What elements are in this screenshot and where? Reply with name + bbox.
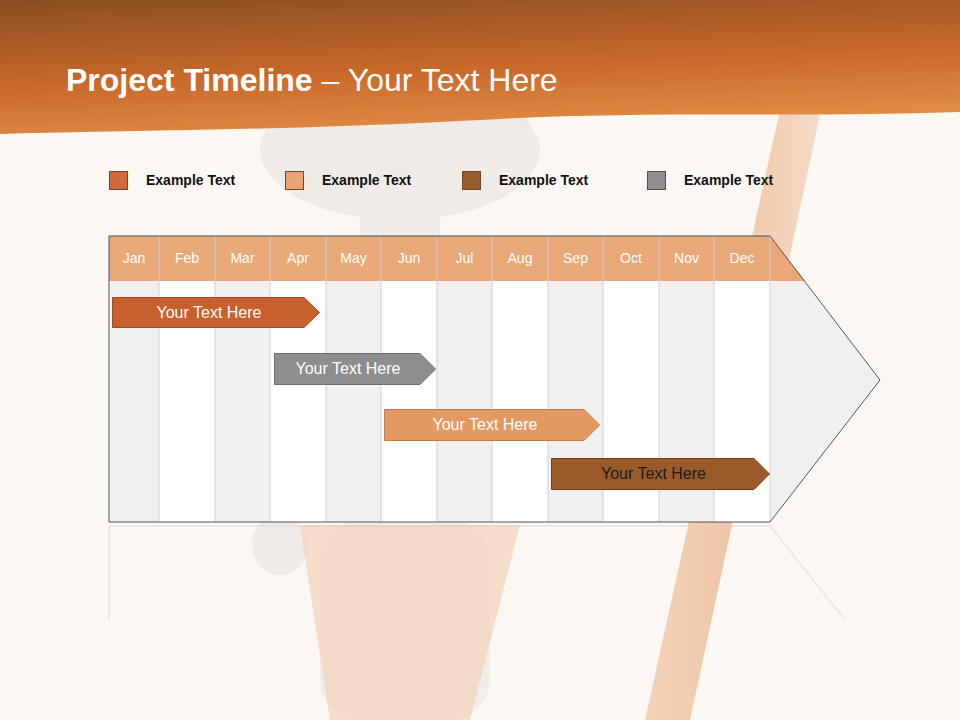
slide-subtitle: – Your Text Here (322, 62, 558, 98)
legend-swatch (285, 171, 304, 190)
legend-text: Example Text (684, 172, 773, 188)
legend-text: Example Text (499, 172, 588, 188)
month-label: Mar (215, 236, 270, 281)
bar-text-wrap: Your Text Here (551, 458, 770, 490)
bar-arrow-fill (385, 410, 600, 441)
figure-hand (252, 515, 308, 575)
month-label: Jan (109, 236, 159, 281)
legend-swatch (462, 171, 481, 190)
bar-text-wrap: Your Text Here (274, 353, 436, 385)
month-label: Jun (381, 236, 437, 281)
bar-text-wrap: Your Text Here (112, 297, 320, 328)
month-label: Feb (159, 236, 215, 281)
column-lines (159, 236, 770, 522)
month-label: Oct (603, 236, 659, 281)
month-columns (109, 281, 880, 522)
bar-label: Your Text Here (157, 304, 262, 322)
month-label: May (326, 236, 381, 281)
legend-swatch (647, 171, 666, 190)
month-label: Aug (492, 236, 548, 281)
reflection (109, 526, 845, 620)
legend-text: Example Text (146, 172, 235, 188)
ruler (300, 525, 520, 720)
title-line: Project Timeline– Your Text Here (66, 62, 558, 99)
timeline-bar: Your Text Here (112, 297, 320, 328)
title-band (0, 0, 960, 134)
timeline-bar: Your Text Here (551, 458, 770, 490)
bar-label: Your Text Here (296, 360, 401, 378)
timeline-bar: Your Text Here (384, 409, 600, 441)
month-label: Nov (659, 236, 714, 281)
bar-label: Your Text Here (601, 465, 706, 483)
month-header-row (109, 236, 805, 281)
month-label: Jul (437, 236, 492, 281)
slide-title: Project Timeline (66, 62, 313, 98)
bar-arrow-fill (275, 354, 436, 385)
timeline-outline (109, 236, 880, 522)
bar-text-wrap: Your Text Here (384, 409, 600, 441)
bar-label: Your Text Here (433, 416, 538, 434)
bar-arrow-fill (552, 459, 770, 490)
month-label: Dec (714, 236, 770, 281)
legend-swatch (109, 171, 128, 190)
timeline-bar: Your Text Here (274, 353, 436, 385)
month-label: Apr (270, 236, 326, 281)
legend-text: Example Text (322, 172, 411, 188)
bar-arrow-fill (113, 298, 320, 328)
timeline-arrow (109, 236, 880, 522)
figure-neck (360, 200, 440, 240)
month-label: Sep (548, 236, 603, 281)
